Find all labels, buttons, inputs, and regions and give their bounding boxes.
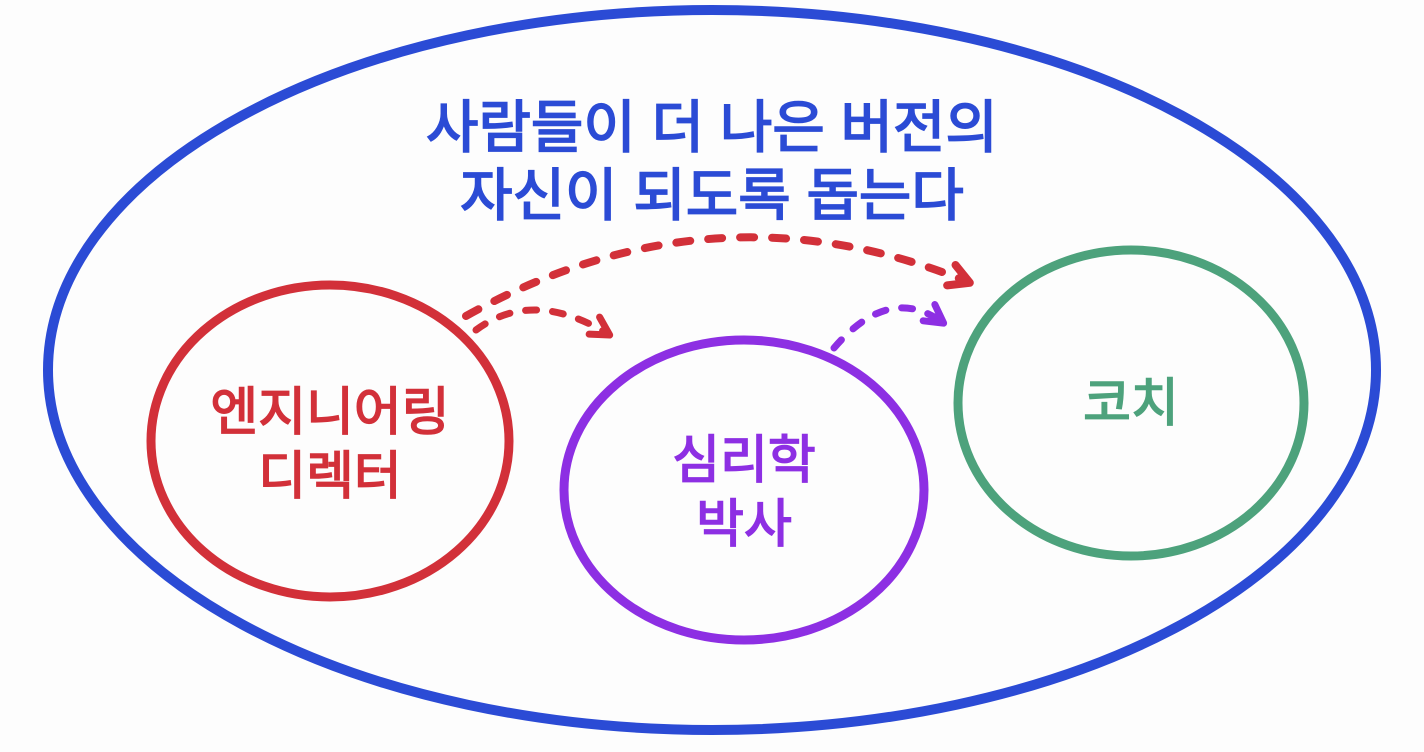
psychology-phd-label-line2: 박사: [696, 496, 792, 554]
coach-circle: [953, 245, 1309, 561]
arrow-phd-to-coach: [830, 301, 948, 352]
coach-label: 코치: [1083, 375, 1179, 433]
node-engineering-director: 엔지니어링 디렉터: [146, 280, 514, 602]
diagram-title-line2: 자신이 되도록 돕는다: [460, 164, 964, 228]
psychology-phd-label-line1: 심리학: [672, 432, 816, 490]
node-psychology-phd: 심리학 박사: [559, 335, 929, 645]
engineering-director-label-line1: 엔지니어링: [210, 384, 449, 442]
psychology-phd-circle: [559, 335, 929, 645]
engineering-director-label-line2: 디렉터: [258, 448, 402, 506]
arrow-director-to-coach: [462, 233, 974, 320]
node-coach: 코치: [953, 245, 1309, 561]
diagram-title-line1: 사람들이 더 나은 버전의: [426, 96, 998, 160]
arrow-director-to-phd: [472, 306, 614, 339]
outer-boundary-ellipse: [43, 5, 1381, 735]
engineering-director-circle: [146, 280, 514, 602]
